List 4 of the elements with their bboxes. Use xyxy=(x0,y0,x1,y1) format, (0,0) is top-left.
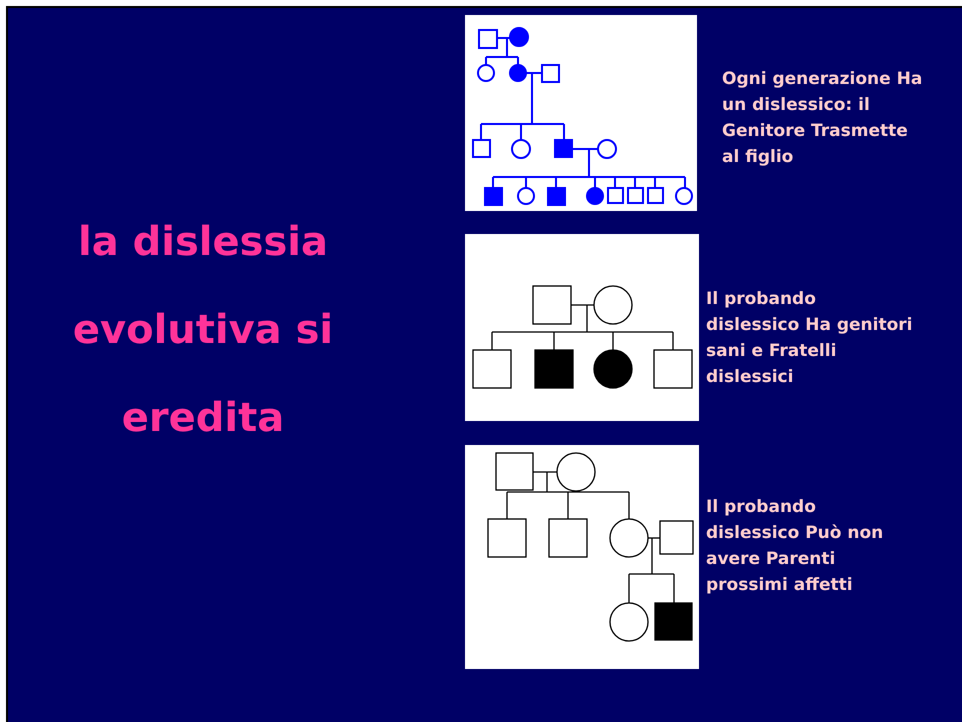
note-text: Il probando dislessico Può non avere Parenti prossimi affetti xyxy=(706,496,884,597)
slide-title: la dislessia evolutiva si eredita xyxy=(72,218,334,443)
note-text: Il probando dislessico Ha genitori sani e Fratelli dislessici xyxy=(706,288,914,389)
note-text: Ogni generazione Ha un dislessico: il Genitore Trasmette al figlio xyxy=(722,68,924,169)
